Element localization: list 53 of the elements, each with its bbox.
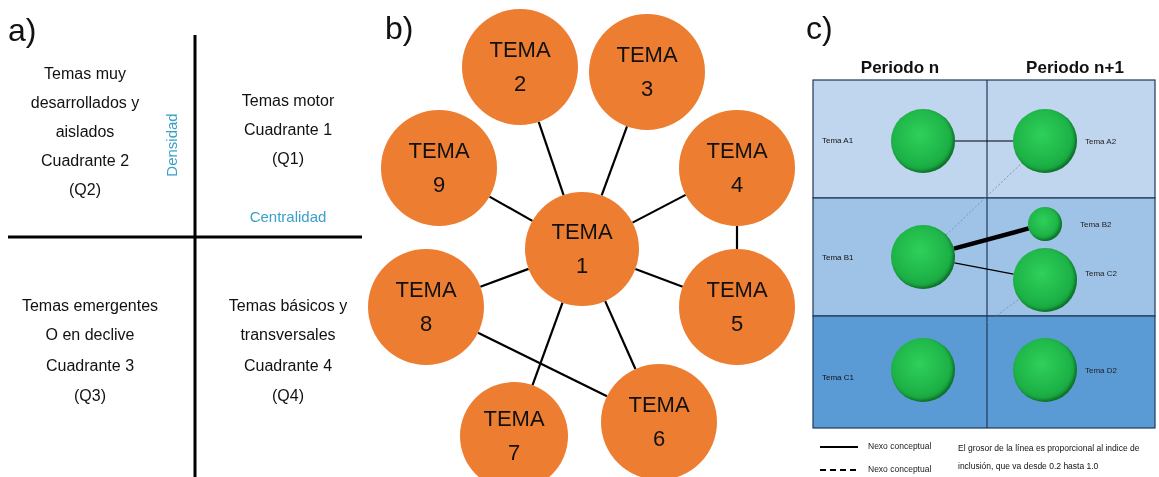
- connector-line: [635, 267, 684, 288]
- quadrant-text: Cuadrante 2: [39, 151, 131, 171]
- row-label: Tema B1: [822, 253, 854, 263]
- quadrant-text: (Q2): [68, 180, 102, 200]
- topic-label: TEMA 3: [615, 41, 679, 103]
- quadrant-text: (Q1): [271, 149, 305, 169]
- node-label: Tema A2: [1085, 137, 1117, 146]
- column-heading: Periodo n+1: [1025, 58, 1125, 78]
- legend-text: Nexo conceptual: [868, 464, 932, 474]
- node-label: Tema B2: [1080, 220, 1112, 229]
- panel-letter: b): [385, 10, 414, 46]
- quadrant-text: (Q3): [73, 386, 107, 406]
- node-label: Tema D2: [1085, 366, 1117, 375]
- axis-label: Centralidad: [248, 207, 328, 227]
- thick-connector: [953, 226, 1030, 251]
- connector-line: [537, 121, 565, 196]
- quadrant-text: Temas emergentes O en declive: [20, 296, 160, 345]
- topic-label: TEMA 5: [705, 276, 769, 338]
- connector-line: [531, 302, 564, 386]
- quadrant-text: Cuadrante 4: [242, 356, 334, 376]
- topic-label: TEMA 8: [394, 276, 458, 338]
- note-text: El grosor de la línea es proporcional al indice de inclusión, que va desde 0.2 hasta 1.0: [958, 442, 1141, 473]
- topic-label: TEMA 4: [705, 137, 769, 199]
- dashed-connector: [945, 162, 1023, 236]
- row-label: Tema C1: [822, 373, 854, 383]
- dashed-connector: [948, 298, 1020, 352]
- topic-label: TEMA 6: [627, 391, 691, 453]
- quadrant-text: Temas muy desarrollados y aislados: [29, 64, 141, 142]
- connector-line: [954, 140, 1014, 142]
- topic-label: TEMA 2: [488, 36, 552, 98]
- legend-text: Nexo conceptual: [868, 441, 932, 451]
- quadrant-text: Cuadrante 1: [242, 120, 334, 140]
- node-label: Tema C2: [1085, 269, 1117, 278]
- topic-label: TEMA 7: [482, 405, 546, 467]
- connector-line: [632, 193, 687, 224]
- quadrant-text: Cuadrante 3: [44, 356, 136, 376]
- panel-letter: c): [806, 10, 833, 46]
- axis-label: Densidad: [163, 113, 181, 177]
- connector-line: [735, 226, 739, 249]
- quadrant-text: (Q4): [271, 386, 305, 406]
- quadrant-text: Temas motor: [240, 91, 336, 111]
- connector-line: [477, 331, 608, 398]
- panel-letter: a): [8, 12, 37, 48]
- quadrant-text: Temas básicos y transversales: [227, 296, 349, 345]
- topic-label: TEMA 1: [550, 218, 614, 280]
- connector-line: [488, 195, 533, 222]
- topic-label: TEMA 9: [407, 137, 471, 199]
- connector-line: [600, 126, 629, 196]
- connector-line: [953, 262, 1015, 275]
- row-label: Tema A1: [822, 136, 854, 146]
- connector-line: [604, 300, 637, 370]
- connector-line: [479, 267, 529, 288]
- column-heading: Periodo n: [859, 58, 941, 78]
